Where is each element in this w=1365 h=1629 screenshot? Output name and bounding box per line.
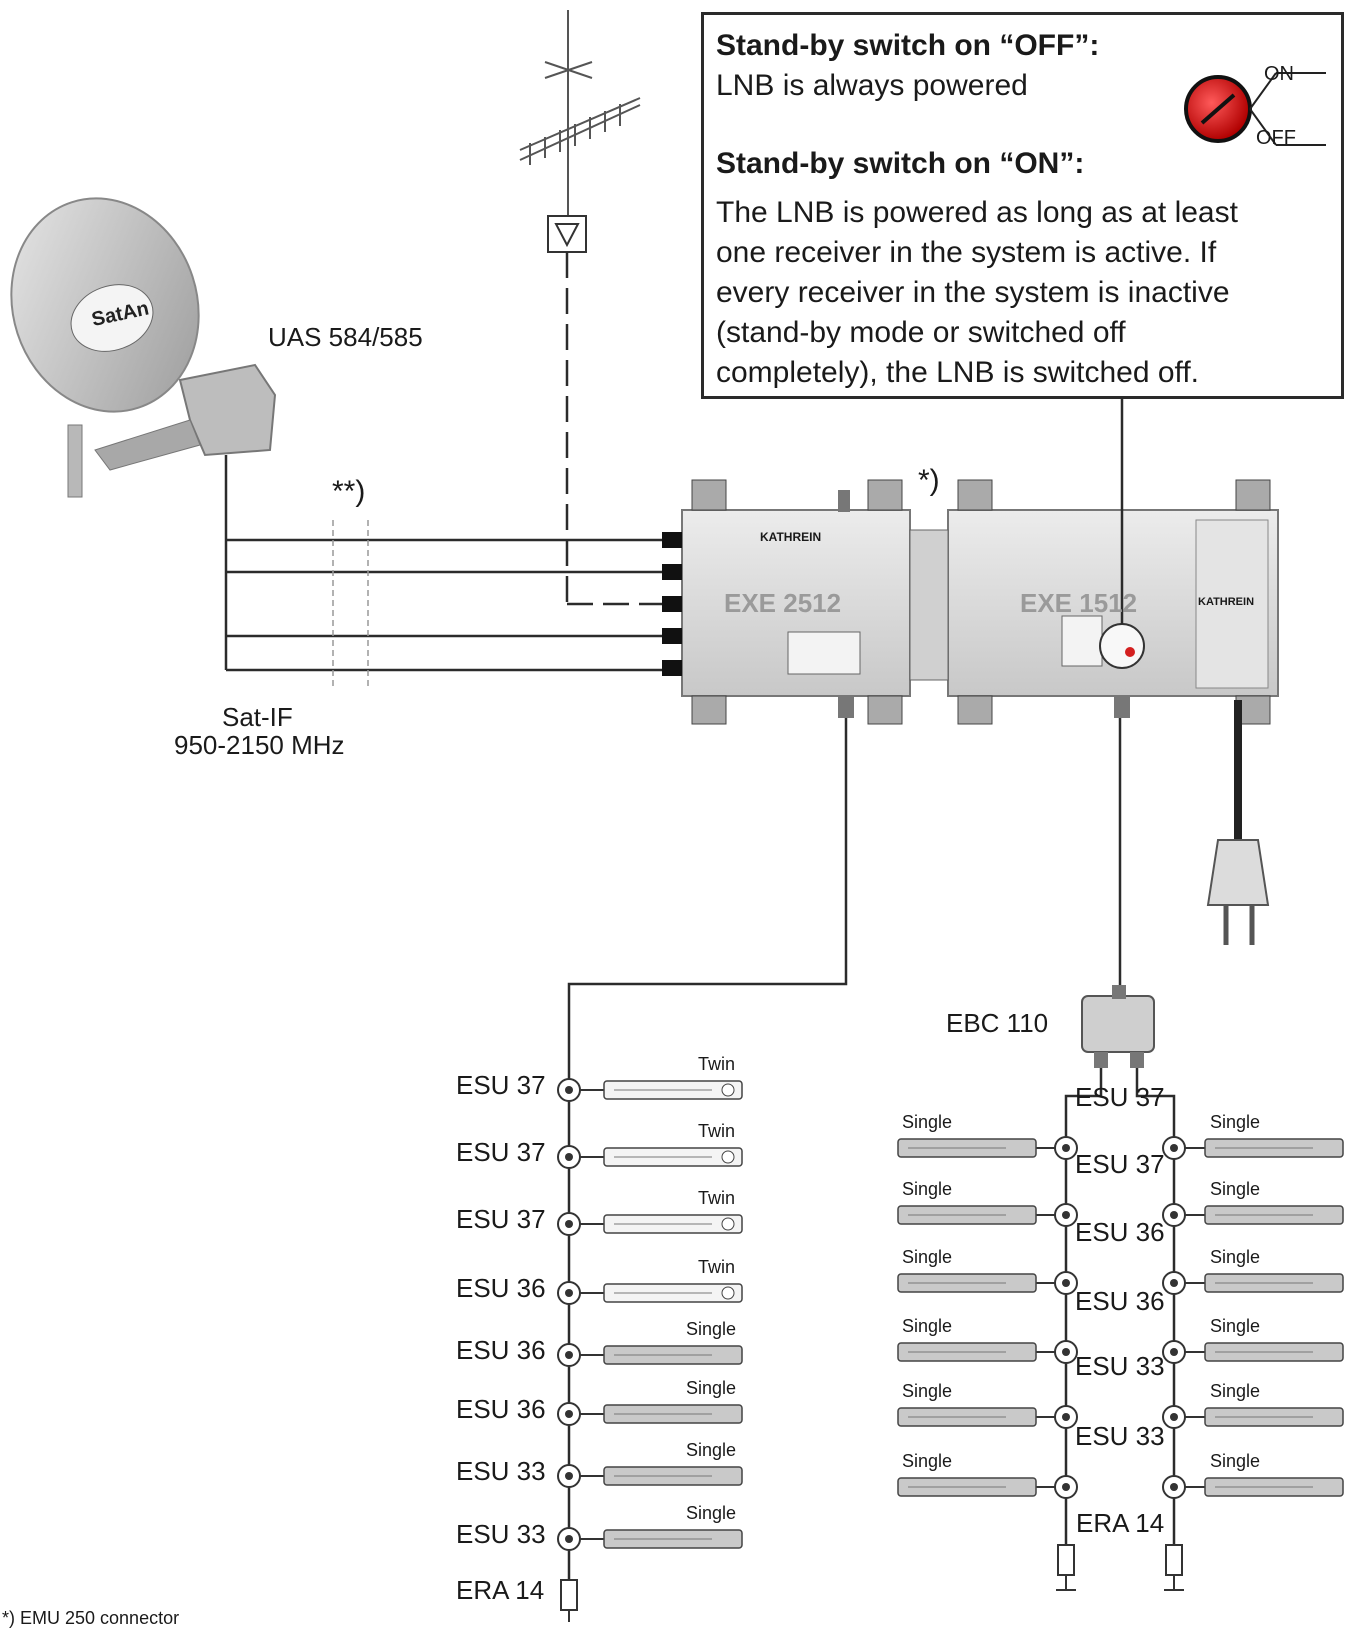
single-receiver bbox=[603, 1529, 743, 1549]
emu-250-connector bbox=[909, 529, 949, 681]
outlet-label: ESU 37 bbox=[456, 1137, 546, 1167]
dish-model-label: UAS 584/585 bbox=[268, 322, 423, 352]
single-receiver bbox=[1204, 1407, 1344, 1427]
receiver-type-label: Twin bbox=[698, 1121, 736, 1141]
on-heading: Stand-by switch on “ON”: bbox=[716, 147, 1085, 180]
footnote: *) EMU 250 connector bbox=[2, 1608, 180, 1628]
right-outlets bbox=[897, 1136, 1344, 1499]
switch-illustration bbox=[1184, 72, 1326, 146]
outlet-label: ESU 37 bbox=[1075, 1082, 1165, 1112]
single-receiver bbox=[1204, 1477, 1344, 1497]
receiver-type-label: Single bbox=[902, 1316, 953, 1336]
receiver-type-label: Single bbox=[1210, 1381, 1261, 1401]
receiver-type-label: Single bbox=[686, 1503, 737, 1523]
single-receiver bbox=[897, 1477, 1037, 1497]
on-text-line: (stand-by mode or switched off bbox=[716, 316, 1126, 349]
receiver-type-label: Twin bbox=[698, 1054, 736, 1074]
single-receiver bbox=[897, 1407, 1037, 1427]
single-receiver bbox=[603, 1345, 743, 1365]
receiver-type-label: Single bbox=[902, 1179, 953, 1199]
receiver-type-label: Single bbox=[1210, 1451, 1261, 1471]
receiver-type-label: Single bbox=[1210, 1112, 1261, 1132]
off-heading: Stand-by switch on “OFF”: bbox=[716, 29, 1100, 62]
receiver-type-label: Single bbox=[1210, 1247, 1261, 1267]
outlet-label: ESU 36 bbox=[456, 1394, 546, 1424]
single-receiver bbox=[897, 1273, 1037, 1293]
satellite-dish bbox=[10, 197, 277, 498]
on-text-line: completely), the LNB is switched off. bbox=[716, 356, 1199, 389]
extension-switch-brand: KATHREIN bbox=[1198, 596, 1255, 608]
multiswitch-exe-2512 bbox=[662, 479, 911, 725]
right-terminator-b bbox=[1164, 1544, 1184, 1591]
right-terminator-a bbox=[1056, 1544, 1076, 1591]
receiver-type-label: Single bbox=[902, 1112, 953, 1132]
antenna-amplifier bbox=[547, 215, 587, 253]
terrestrial-antenna bbox=[519, 10, 641, 215]
single-receiver bbox=[897, 1138, 1037, 1158]
on-text-line: every receiver in the system is inactive bbox=[716, 276, 1230, 309]
outlet-label: ESU 36 bbox=[1075, 1286, 1165, 1316]
outlet-label: ESU 36 bbox=[1075, 1217, 1165, 1247]
single-receiver bbox=[897, 1342, 1037, 1362]
standby-switch[interactable] bbox=[1099, 623, 1145, 669]
standby-note-box: Stand-by switch on “OFF”: LNB is always … bbox=[701, 12, 1344, 399]
main-switch-name: EXE 2512 bbox=[724, 588, 842, 618]
outlet-label: ESU 33 bbox=[456, 1456, 546, 1486]
twin-receiver bbox=[603, 1283, 743, 1303]
left-outlets bbox=[557, 1078, 743, 1551]
single-receiver bbox=[1204, 1342, 1344, 1362]
outlet-label: ESU 33 bbox=[1075, 1351, 1165, 1381]
single-receiver bbox=[603, 1466, 743, 1486]
single-receiver bbox=[1204, 1205, 1344, 1225]
outlet-label: ESU 33 bbox=[456, 1519, 546, 1549]
left-terminator-label: ERA 14 bbox=[456, 1575, 545, 1605]
twin-receiver bbox=[603, 1147, 743, 1167]
extension-switch-name: EXE 1512 bbox=[1020, 588, 1138, 618]
outlet-label: ESU 33 bbox=[1075, 1421, 1165, 1451]
single-receiver bbox=[1204, 1273, 1344, 1293]
receiver-type-label: Twin bbox=[698, 1188, 736, 1208]
receiver-type-label: Single bbox=[902, 1381, 953, 1401]
cable-note-marker: **) bbox=[332, 475, 366, 508]
receiver-type-label: Twin bbox=[698, 1257, 736, 1277]
receiver-type-label: Single bbox=[1210, 1179, 1261, 1199]
outlet-label: ESU 37 bbox=[456, 1204, 546, 1234]
on-text-line: The LNB is powered as long as at least bbox=[716, 196, 1238, 229]
switch-off-label: OFF bbox=[1256, 127, 1296, 149]
receiver-type-label: Single bbox=[686, 1319, 737, 1339]
receiver-type-label: Single bbox=[902, 1247, 953, 1267]
sat-if-label: Sat-IF bbox=[222, 702, 293, 732]
on-text: The LNB is powered as long as at least o… bbox=[716, 193, 1331, 393]
right-branch-cables bbox=[1064, 1068, 1176, 1560]
outlet-label: ESU 37 bbox=[456, 1070, 546, 1100]
power-plug bbox=[1206, 700, 1270, 945]
off-text: LNB is always powered bbox=[716, 69, 1028, 102]
main-switch-brand: KATHREIN bbox=[760, 530, 822, 544]
right-terminator-label: ERA 14 bbox=[1076, 1508, 1165, 1538]
twin-receiver bbox=[603, 1214, 743, 1234]
twin-receiver bbox=[603, 1080, 743, 1100]
left-terminator bbox=[560, 1579, 578, 1622]
single-receiver bbox=[897, 1205, 1037, 1225]
outlet-label: ESU 36 bbox=[456, 1273, 546, 1303]
sat-if-frequency: 950-2150 MHz bbox=[174, 730, 345, 760]
cable-break-marks bbox=[332, 520, 369, 690]
receiver-type-label: Single bbox=[686, 1440, 737, 1460]
outlet-label: ESU 36 bbox=[456, 1335, 546, 1365]
connector-note-marker: *) bbox=[918, 464, 940, 497]
sat-if-cables bbox=[224, 455, 668, 672]
splitter-ebc-110 bbox=[1081, 985, 1155, 1068]
single-receiver bbox=[603, 1404, 743, 1424]
outlet-label: ESU 37 bbox=[1075, 1149, 1165, 1179]
splitter-label: EBC 110 bbox=[946, 1008, 1049, 1038]
switch-on-label: ON bbox=[1264, 63, 1294, 85]
on-text-line: one receiver in the system is active. If bbox=[716, 236, 1217, 269]
receiver-type-label: Single bbox=[1210, 1316, 1261, 1336]
single-receiver bbox=[1204, 1138, 1344, 1158]
receiver-type-label: Single bbox=[686, 1378, 737, 1398]
receiver-type-label: Single bbox=[902, 1451, 953, 1471]
